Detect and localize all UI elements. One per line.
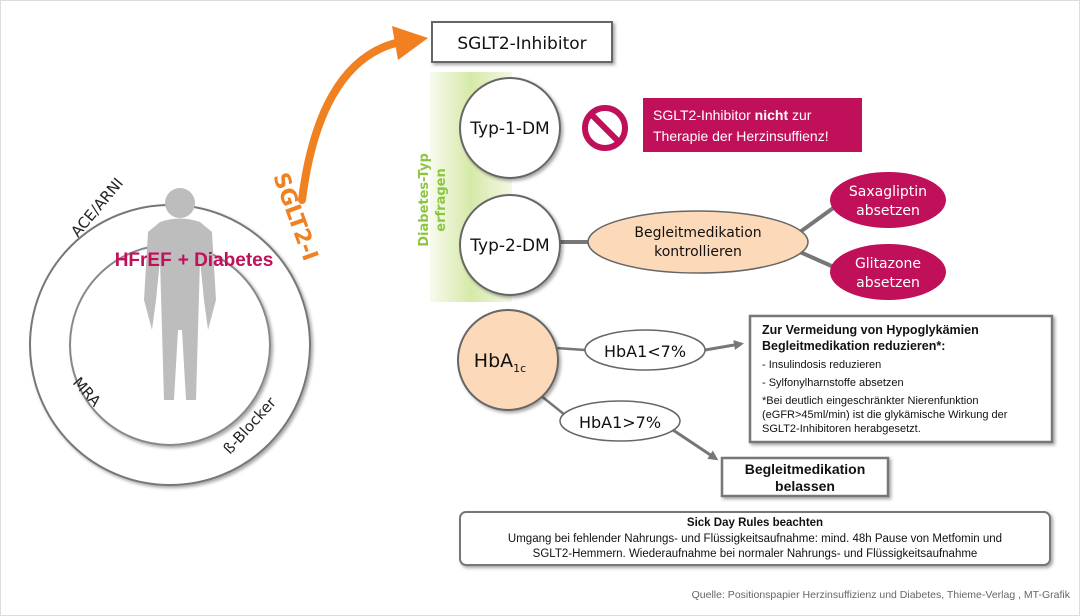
glitazone-line2: absetzen <box>856 275 920 291</box>
hfref-label: HFrEF <box>115 250 172 271</box>
typ1-warning-box <box>643 98 862 152</box>
typ1-label: Typ-1-DM <box>469 119 549 139</box>
saxagliptin-line2: absetzen <box>856 203 920 219</box>
sick-day-line2: SGLT2-Hemmern. Wiederaufnahme bei normal… <box>533 548 978 560</box>
orange-arrow <box>298 26 428 204</box>
check-medication-node <box>587 210 809 274</box>
check-medication-line2: kontrollieren <box>654 244 742 260</box>
keep-box-line1: Begleitmedikation <box>745 461 866 477</box>
source-caption: Quelle: Positionspapier Herzinsuffizienz… <box>692 589 1071 601</box>
diabetes-type-question-1: Diabetes-Typ <box>417 153 432 247</box>
typ1-warning-line1: SGLT2-Inhibitor nicht zur <box>653 107 812 123</box>
sglt2-inhibitor-box <box>431 21 613 63</box>
reduce-box-note: *Bei deutlich eingeschränkter Nierenfunk… <box>762 395 978 407</box>
hba1c-label: HbA1c <box>474 350 526 375</box>
arrow-to-keep-box <box>669 426 719 461</box>
diabetes-type-question-2: erfragen <box>434 168 449 231</box>
sick-day-box <box>459 511 1051 566</box>
typ2-label: Typ-2-DM <box>469 236 549 256</box>
therapy-circle: HFrEF+ Diabetes ACE/ARNI MRA ß-Blocker S… <box>29 170 322 486</box>
sick-day-line1: Umgang bei fehlender Nahrungs- und Flüss… <box>508 533 1002 545</box>
keep-box-line2: belassen <box>775 478 835 494</box>
sglt2-inhibitor-title: SGLT2-Inhibitor <box>457 34 586 54</box>
reduce-box-item: - Sylfonylharnstoffe absetzen <box>762 377 904 389</box>
typ1-node <box>459 77 561 179</box>
glitazone-line1: Glitazone <box>855 256 921 272</box>
reduce-box-note: (eGFR>45ml/min) ist die glykämische Wirk… <box>762 409 1008 421</box>
hba1c-node <box>457 309 559 411</box>
reduce-box-note: SGLT2-Inhibitoren herabgesetzt. <box>762 423 921 435</box>
hba1c-low-label: HbA1<7% <box>604 342 686 361</box>
person-icon <box>144 188 216 400</box>
reduce-medication-box <box>748 314 1054 444</box>
hba1c-high-node <box>559 400 681 442</box>
reduce-box-title2: Begleitmedikation reduzieren*: <box>762 339 945 353</box>
connector <box>799 250 837 270</box>
hba1c-high-label: HbA1>7% <box>579 413 661 432</box>
saxagliptin-line1: Saxagliptin <box>849 184 927 200</box>
arrow-to-reduce-box <box>704 340 744 352</box>
connector <box>539 394 566 416</box>
diabetes-label: + Diabetes <box>178 250 274 271</box>
hba1c-low-node <box>584 329 706 371</box>
glitazone-node <box>830 244 946 300</box>
keep-medication-box <box>720 456 890 498</box>
check-medication-line1: Begleitmedikation <box>634 225 761 241</box>
no-entry-icon <box>582 105 628 151</box>
typ1-warning-line2: Therapie der Herzinsuffienz! <box>653 128 829 144</box>
reduce-box-title1: Zur Vermeidung von Hypoglykämien <box>762 323 979 337</box>
connector <box>798 204 838 234</box>
hfref-diabetes-label: HFrEF + Diabetes <box>115 250 274 271</box>
sick-day-title: Sick Day Rules beachten <box>687 517 823 529</box>
connector <box>555 346 586 352</box>
saxagliptin-node <box>830 172 946 228</box>
typ2-node <box>459 194 561 296</box>
reduce-box-item: - Insulindosis reduzieren <box>762 359 881 371</box>
